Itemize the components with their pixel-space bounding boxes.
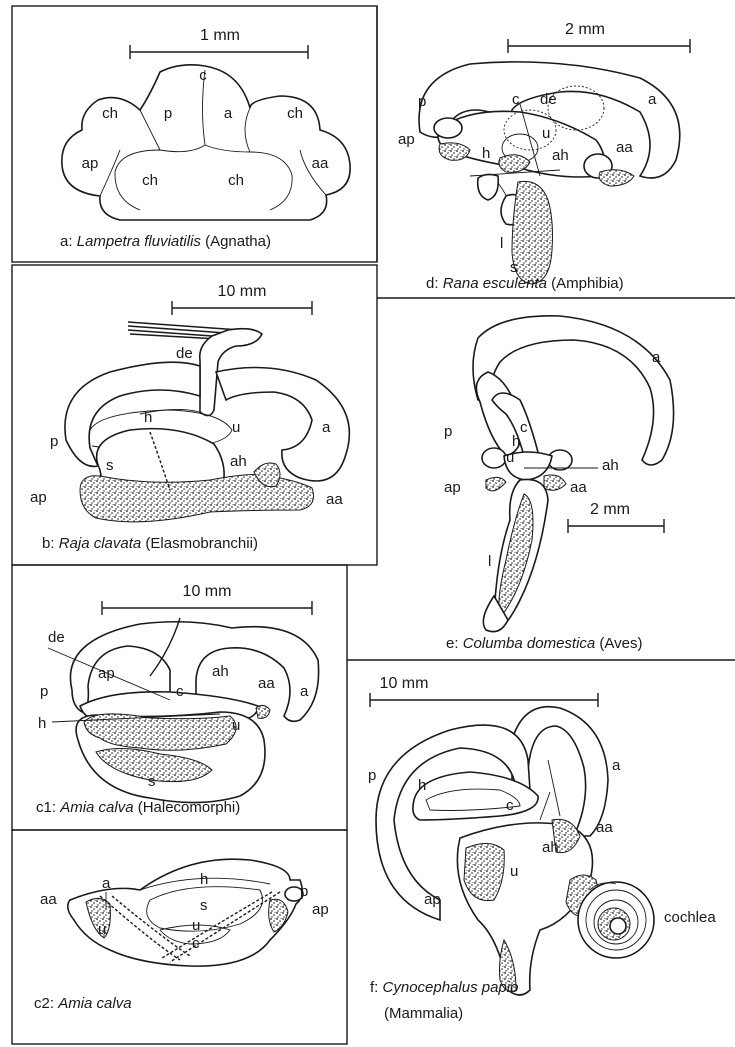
label-d-l: l	[500, 235, 503, 252]
label-d-c: c	[512, 91, 520, 108]
label-f-ap: ap	[424, 891, 441, 908]
scale-bar-f: 10 mm	[370, 675, 598, 707]
label-c2-aa: aa	[40, 891, 57, 908]
label-d-ah: ah	[552, 147, 569, 164]
scale-bar-d: 2 mm	[508, 21, 690, 53]
label-c2-c: c	[192, 935, 200, 952]
amia-labyrinth-lateral	[70, 618, 318, 803]
label-c2-u-left: u	[98, 921, 106, 938]
caption-c2: c2: Amia calva	[34, 995, 132, 1012]
scale-bar-a: 1 mm	[130, 27, 308, 59]
caption-b: b: Raja clavata (Elasmobranchii)	[42, 535, 258, 552]
label-a-p: p	[164, 105, 172, 122]
lamprey-labyrinth	[62, 65, 350, 220]
label-d-s: s	[510, 259, 518, 276]
label-a-ch-lower-right: ch	[228, 172, 244, 189]
label-e-l: l	[488, 553, 491, 570]
label-a-aa: aa	[312, 155, 329, 172]
scale-bar-c1: 10 mm	[102, 583, 312, 615]
label-d-u: u	[542, 125, 550, 142]
label-e-ah: ah	[602, 457, 619, 474]
caption-d: d: Rana esculenta (Amphibia)	[426, 275, 624, 292]
label-c1-h: h	[38, 715, 46, 732]
label-f-aa: aa	[596, 819, 613, 836]
label-b-h: h	[144, 409, 152, 426]
label-c2-ap: ap	[312, 901, 329, 918]
pigeon-labyrinth	[473, 316, 674, 632]
label-a-ap: ap	[82, 155, 99, 172]
label-d-aa: aa	[616, 139, 633, 156]
scale-bar-e: 2 mm	[568, 501, 664, 533]
panel-c1: 10 mm de p ap c ah aa a h u s c1: Amia c…	[36, 583, 319, 816]
label-c2-a: a	[102, 875, 111, 892]
label-e-u: u	[506, 449, 514, 466]
caption-f: f: Cynocephalus papio	[370, 979, 518, 996]
label-b-s: s	[106, 457, 114, 474]
label-c1-ap: ap	[98, 665, 115, 682]
label-e-h: h	[512, 433, 520, 450]
label-c1-u: u	[232, 717, 240, 734]
scale-label-e: 2 mm	[590, 501, 630, 518]
scale-label-c1: 10 mm	[183, 583, 232, 600]
label-a-ch-left: ch	[102, 105, 118, 122]
label-e-a: a	[652, 349, 661, 366]
label-d-ap: ap	[398, 131, 415, 148]
scale-label-a: 1 mm	[200, 27, 240, 44]
label-d-p: p	[418, 93, 426, 110]
caption-c1: c1: Amia calva (Halecomorphi)	[36, 799, 240, 816]
label-f-u: u	[510, 863, 518, 880]
label-e-c: c	[520, 419, 528, 436]
label-c1-aa: aa	[258, 675, 275, 692]
baboon-labyrinth	[376, 707, 654, 995]
scale-bar-b: 10 mm	[172, 283, 312, 315]
label-f-cochlea: cochlea	[664, 909, 716, 926]
panel-f: 10 mm p h c a aa ah u ap cochlea	[368, 675, 716, 1022]
label-a-ch-lower-left: ch	[142, 172, 158, 189]
label-c1-a: a	[300, 683, 309, 700]
label-d-a: a	[648, 91, 657, 108]
label-a-c: c	[199, 67, 207, 84]
label-c1-s: s	[148, 773, 156, 790]
label-e-p: p	[444, 423, 452, 440]
label-b-ap: ap	[30, 489, 47, 506]
scale-label-d: 2 mm	[565, 21, 605, 38]
label-c2-s: s	[200, 897, 208, 914]
caption-e: e: Columba domestica (Aves)	[446, 635, 642, 652]
label-c1-c: c	[176, 683, 184, 700]
label-b-de: de	[176, 345, 193, 362]
scale-label-f: 10 mm	[380, 675, 429, 692]
label-b-ah: ah	[230, 453, 247, 470]
label-c1-p: p	[40, 683, 48, 700]
label-b-u: u	[232, 419, 240, 436]
label-f-h: h	[418, 777, 426, 794]
panel-e: 2 mm a p c h u ah ap aa l e: Columba dom…	[444, 316, 674, 652]
label-f-a: a	[612, 757, 621, 774]
panel-b: 10 mm de p h u a s ah ap aa b: Raja clav…	[30, 283, 349, 552]
label-e-ap: ap	[444, 479, 461, 496]
caption-f-group: (Mammalia)	[384, 1005, 463, 1022]
label-f-p: p	[368, 767, 376, 784]
label-a-a: a	[224, 105, 233, 122]
label-d-de: de	[540, 91, 557, 108]
label-f-ah: ah	[542, 839, 559, 856]
ray-labyrinth	[65, 322, 349, 522]
label-f-c: c	[506, 797, 514, 814]
label-c2-u-center: u	[192, 917, 200, 934]
caption-a: a: Lampetra fluviatilis (Agnatha)	[60, 233, 271, 250]
label-b-aa: aa	[326, 491, 343, 508]
label-b-p: p	[50, 433, 58, 450]
label-c2-p: p	[300, 883, 308, 900]
label-a-ch-right: ch	[287, 105, 303, 122]
panel-d: 2 mm p c de a u ap h ah aa l	[398, 21, 690, 292]
label-c1-de: de	[48, 629, 65, 646]
panel-c2: h p a aa s ap u u c c2: Amia calva	[34, 859, 329, 1012]
label-d-h: h	[482, 145, 490, 162]
label-c1-ah: ah	[212, 663, 229, 680]
scale-label-b: 10 mm	[218, 283, 267, 300]
label-c2-h: h	[200, 871, 208, 888]
panel-a: 1 mm c ch p a ch ap ch ch aa a: Lampetra…	[60, 27, 350, 250]
label-b-a: a	[322, 419, 331, 436]
label-e-aa: aa	[570, 479, 587, 496]
